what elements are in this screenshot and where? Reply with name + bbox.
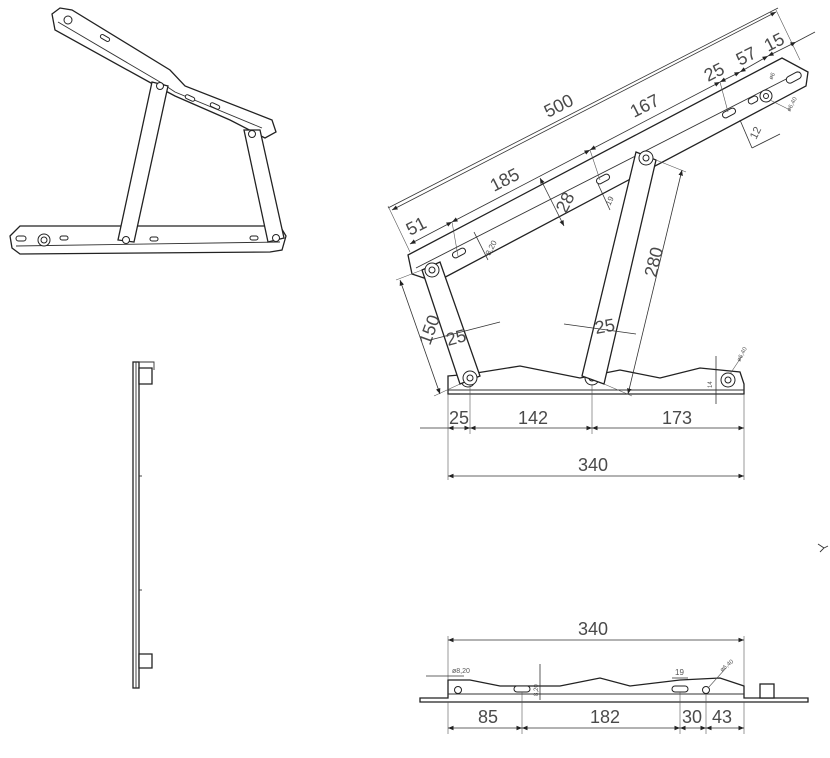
isometric-view (9, 7, 287, 255)
top-view-tab (759, 683, 775, 699)
dim-167: 167 (627, 90, 663, 121)
dim-340-top: 340 (578, 619, 608, 639)
dim-15: 15 (761, 29, 788, 56)
dim-top-slot-8-20: 8,20 (534, 684, 540, 696)
dim-280: 280 (640, 245, 667, 279)
dim-25-base: 25 (449, 408, 469, 428)
iso-rear-link (243, 129, 285, 243)
dim-173: 173 (662, 408, 692, 428)
top-view-closed: 340 85 182 30 43 ø8,20 8,20 19 ø6,40 (419, 619, 809, 734)
dim-57: 57 (733, 43, 760, 70)
dim-340-front: 340 (578, 455, 608, 475)
dim-142: 142 (518, 408, 548, 428)
top-view-plate (419, 677, 809, 703)
dim-hole-6: ø6 (768, 71, 777, 81)
dim-30: 30 (682, 707, 702, 727)
dim-top-slot-19: 19 (675, 668, 684, 677)
dim-top-hole-8-20: ø8,20 (452, 668, 470, 675)
dim-85: 85 (478, 707, 498, 727)
iso-top-arm (51, 7, 277, 139)
dim-182: 182 (590, 707, 620, 727)
dim-hole-6-40: ø6,40 (786, 96, 799, 113)
dim-12: 12 (748, 125, 764, 141)
dim-150: 150 (415, 312, 444, 347)
iso-front-link (117, 81, 169, 243)
dim-14: 14 (708, 381, 714, 388)
side-view (132, 361, 155, 689)
dim-25-rear-link: 25 (593, 315, 616, 338)
front-view-open: 500 51 185 167 25 57 15 28 19 8,20 12 ø6… (387, 7, 829, 553)
dim-base-hole-6-40: ø6,40 (736, 346, 749, 363)
dim-500: 500 (541, 90, 577, 121)
dim-top-hole-6-40: ø6,40 (719, 659, 735, 674)
dim-185: 185 (487, 164, 523, 195)
iso-base (9, 225, 287, 255)
dim-25-top: 25 (701, 59, 728, 86)
dim-43: 43 (712, 707, 732, 727)
dim-19-slot: 19 (604, 194, 616, 207)
